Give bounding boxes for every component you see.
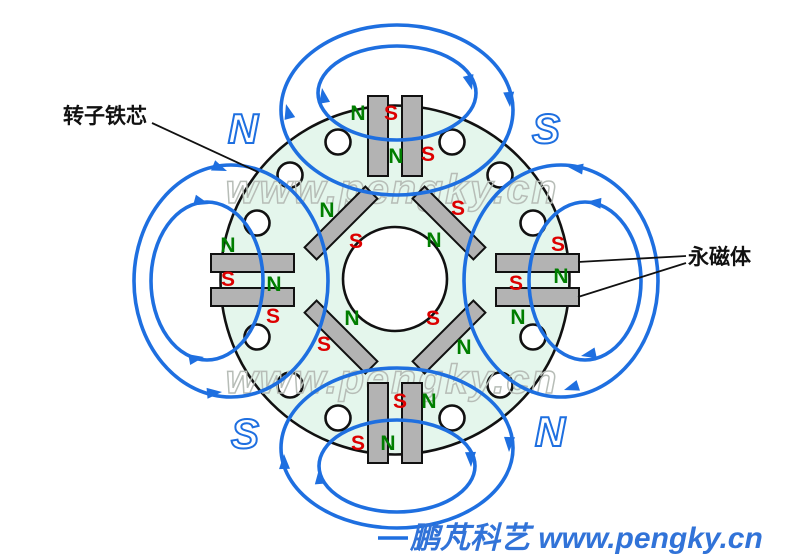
n-label: N [421, 390, 436, 413]
s-label: S [451, 197, 465, 220]
permanent-magnet-label: 永磁体 [687, 245, 752, 269]
south-pole-labels: S S S S S S S S S S S S [221, 102, 565, 455]
n-label: N [319, 199, 334, 222]
flux-arrow [504, 436, 516, 452]
flux-lines [132, 23, 660, 540]
flux-loop-right-inner [527, 200, 643, 362]
rotor-core-leader-line [151, 122, 259, 173]
s-label: S [317, 333, 331, 356]
bolt-hole [438, 128, 466, 156]
magnet-leader-line-lower [577, 262, 687, 298]
flux-arrow [568, 163, 584, 175]
bolt-hole [324, 128, 352, 156]
n-label: N [344, 307, 359, 330]
flux-arrow [279, 454, 291, 470]
s-label: S [426, 307, 440, 330]
rotor-core-label: 转子铁芯 [63, 104, 147, 128]
s-label: S [421, 143, 435, 166]
flux-arrow [206, 387, 222, 399]
flux-loop-top-outer [279, 23, 515, 197]
magnet-bar-top-right [401, 95, 423, 177]
flux-arrow [464, 451, 476, 467]
flux-loop-bottom-inner [317, 418, 477, 514]
bolt-hole [243, 209, 271, 237]
flux-arrow [586, 197, 602, 209]
bolt-hole [438, 404, 466, 432]
n-label: N [266, 273, 281, 296]
n-label: N [388, 145, 403, 168]
s-label: S [266, 305, 280, 328]
shaft-hole [341, 225, 449, 333]
flux-loop-right-outer [462, 163, 660, 399]
flux-arrow [193, 194, 209, 206]
callouts: 转子铁芯 永磁体 [63, 104, 752, 298]
flux-arrow [581, 347, 597, 359]
flux-arrow [211, 160, 227, 171]
flux-arrow [503, 91, 515, 107]
n-label: N [220, 234, 235, 257]
pole-letter-top-right: S [532, 105, 560, 152]
flux-loop-left-outer [132, 163, 330, 399]
magnet-leader-line-upper [577, 255, 687, 263]
north-pole-labels: N N N N N N N N N N N N [220, 102, 568, 455]
s-label: S [393, 390, 407, 413]
magnet-bar-left-upper [210, 253, 295, 273]
magnet-bar-left-lower [210, 287, 295, 307]
flux-arrow [284, 104, 296, 120]
flux-arrow [462, 74, 474, 90]
s-label: S [509, 272, 523, 295]
n-label: N [456, 336, 471, 359]
n-label: N [553, 265, 568, 288]
bolt-hole [324, 404, 352, 432]
pole-letter-top-left: N [228, 105, 260, 152]
pole-letter-bottom-right: N [535, 408, 567, 455]
n-label: N [426, 229, 441, 252]
pole-letter-bottom-left: S [231, 410, 259, 457]
s-label: S [351, 432, 365, 455]
s-label: S [221, 268, 235, 291]
bolt-hole [486, 161, 514, 189]
watermark-text-upper: www.pengky.cn [226, 166, 559, 212]
flux-loop-top-inner [316, 44, 478, 142]
n-label: N [350, 102, 365, 125]
magnet-bar-diagonal-lower-right [411, 299, 487, 375]
flux-arrow [188, 354, 204, 366]
flux-arrow [564, 380, 580, 391]
n-label: N [510, 306, 525, 329]
flux-loop-bottom-outer [279, 366, 515, 530]
s-label: S [551, 233, 565, 256]
flux-arrow [314, 469, 326, 485]
flux-arrow [319, 88, 331, 104]
magnet-bar-right-upper [495, 253, 580, 273]
flux-arrows [188, 74, 602, 485]
n-label: N [380, 432, 395, 455]
flux-loop-left-inner [149, 200, 265, 362]
brand-text: 鹏芃科艺 www.pengky.cn [409, 522, 763, 555]
s-label: S [349, 230, 363, 253]
s-label: S [384, 102, 398, 125]
pole-letters: N S S N [227, 104, 568, 458]
